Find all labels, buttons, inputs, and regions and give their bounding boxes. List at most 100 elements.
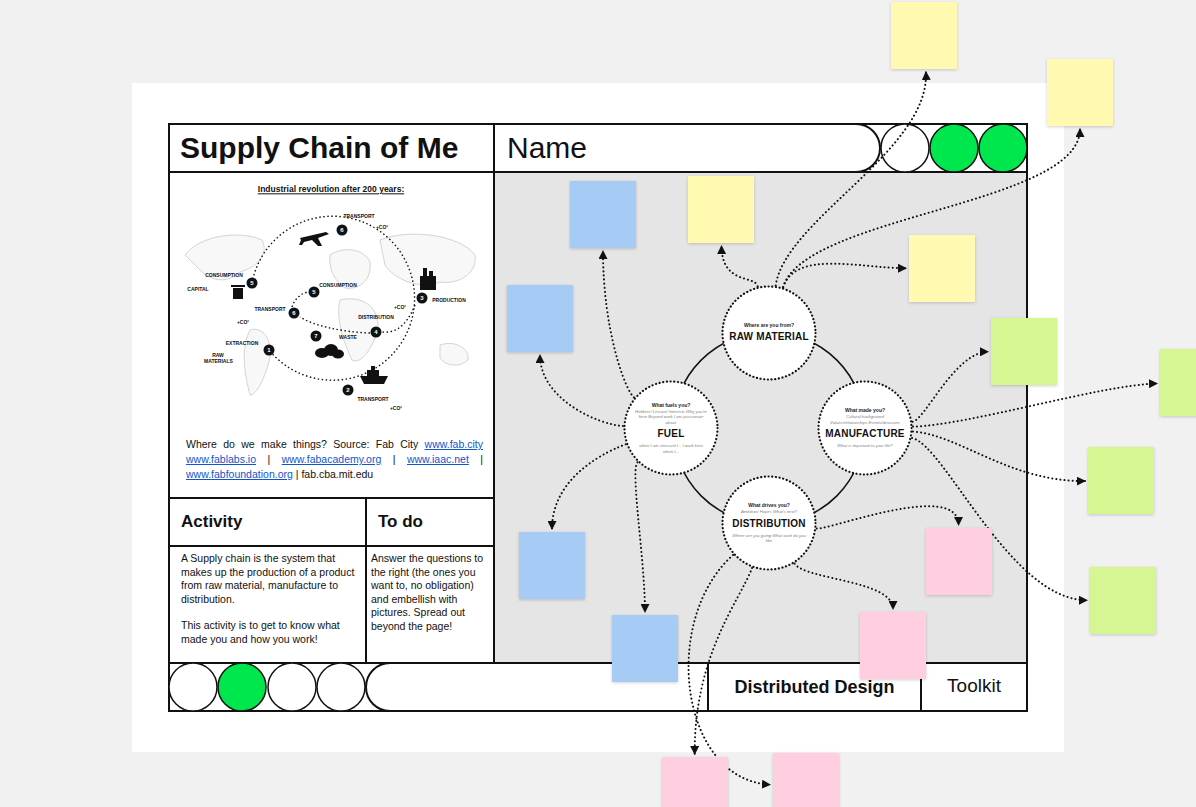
map-label: WASTE xyxy=(339,335,357,341)
supply-cycle xyxy=(252,216,415,380)
callout-dots xyxy=(264,345,275,356)
callout-number: 7 xyxy=(314,333,317,340)
sticky-note xyxy=(612,615,678,682)
cycle-icons xyxy=(332,350,344,359)
map-label: CAPITAL xyxy=(187,287,208,293)
footer-cell: Toolkit xyxy=(921,663,1027,711)
dotted-arrow xyxy=(695,568,752,754)
callout-dots xyxy=(311,331,322,342)
sticky-note xyxy=(926,528,992,595)
paper-sheet xyxy=(132,83,1064,752)
map-label: +CO² xyxy=(237,320,249,326)
cycle-icons xyxy=(420,276,436,290)
dotted-arrow xyxy=(912,438,1087,600)
map-label: PRODUCTION xyxy=(432,298,466,304)
world-map xyxy=(185,234,475,395)
callout-number: 5 xyxy=(250,280,253,287)
table-lines xyxy=(856,124,880,172)
callout-number: 6 xyxy=(340,227,343,234)
sticky-note xyxy=(519,532,585,599)
table-lines xyxy=(169,124,1027,711)
table-lines xyxy=(707,663,709,711)
source-caption: Where do we make things? Source: Fab Cit… xyxy=(186,437,483,482)
circle-content: What made you?Cultural background Values… xyxy=(817,380,913,476)
circle-outline xyxy=(625,382,718,475)
table-lines xyxy=(169,124,1027,711)
map-label: +CO² xyxy=(390,406,402,412)
link-text: www.fablabs.io xyxy=(186,453,256,465)
circle-outline xyxy=(723,287,816,380)
stage-circle: Where are you from? RAW MATERIAL xyxy=(721,285,817,381)
activity-box: Activity A Supply chain is the system tha… xyxy=(169,498,366,663)
table-lines xyxy=(169,545,494,547)
callout-dots xyxy=(417,293,428,304)
stage-title: DISTRIBUTION xyxy=(732,518,806,529)
callout-dots xyxy=(289,308,300,319)
dotted-arrow xyxy=(603,251,634,397)
circle-content: What drives you?Ambition/ Hopes What's n… xyxy=(721,475,817,571)
supply-cycle xyxy=(252,216,415,380)
cell-body: A Supply chain is the system that makes … xyxy=(169,552,366,606)
stage-hint: Where are you going What work do you lik… xyxy=(732,533,806,544)
cycle-icons xyxy=(429,271,433,276)
cycle-icons xyxy=(231,232,436,384)
sticky-note xyxy=(570,181,636,248)
map-label: CONSUMPTION xyxy=(205,273,243,279)
sticky-note xyxy=(1160,349,1196,416)
stage-hint: Ambition/ Hopes What's next? xyxy=(741,509,797,514)
answer-panel xyxy=(495,173,1026,662)
dotted-arrow xyxy=(817,506,959,528)
map-label: TRANSPORT xyxy=(254,307,285,313)
map-label: TRANSPORT xyxy=(357,397,388,403)
stage-title: FUEL xyxy=(658,428,685,439)
callout-number: 2 xyxy=(346,387,349,394)
world-map xyxy=(440,343,468,365)
stage-hint: when I am stressed I... I work best when… xyxy=(634,443,708,454)
sticky-note xyxy=(1047,59,1113,126)
stage-hint: Cultural background Values/relationships… xyxy=(828,414,902,425)
progress-dots xyxy=(881,124,929,172)
sticky-note xyxy=(688,176,754,243)
cell-heading: Activity xyxy=(169,498,366,546)
cycle-icons xyxy=(299,232,329,246)
map-label: EXTRACTION xyxy=(226,341,259,347)
sticky-note xyxy=(909,235,975,302)
cell-heading: To do xyxy=(366,498,494,546)
stage-title: RAW MATERIAL xyxy=(729,331,808,342)
table-lines xyxy=(365,498,367,663)
sticky-note xyxy=(860,612,926,679)
stage-question: What fuels you? xyxy=(652,402,691,408)
progress-dots xyxy=(317,663,365,711)
map-label: +CO² xyxy=(394,305,406,311)
stage-circle: What fuels you?Hobbies/ Leisure/ Interes… xyxy=(623,380,719,476)
stage-question: Where are you from? xyxy=(744,322,794,328)
sticky-note xyxy=(1088,447,1154,514)
link-text: www.fab.city xyxy=(425,438,483,450)
stage-circle: What made you?Cultural background Values… xyxy=(817,380,913,476)
link-text: www.iaac.net xyxy=(407,453,469,465)
table-lines xyxy=(493,124,495,663)
callout-dots xyxy=(247,278,258,289)
stage-question: What drives you? xyxy=(748,502,790,508)
link-text: www.fabacademy.org xyxy=(282,453,382,465)
stage-title: MANUFACTURE xyxy=(825,428,904,439)
sticky-note xyxy=(507,285,573,352)
sheet-title: Supply Chain of Me xyxy=(180,124,458,172)
stage-circle: What drives you?Ambition/ Hopes What's n… xyxy=(721,475,817,571)
illustration-heading: Industrial revolution after 200 years: xyxy=(258,185,404,194)
cycle-icons xyxy=(423,268,427,276)
callout-dots xyxy=(371,327,382,338)
stage-question: What made you? xyxy=(845,407,885,413)
dotted-arrow xyxy=(783,264,906,288)
callout-number: 6 xyxy=(292,310,295,317)
callout-dots xyxy=(343,385,354,396)
callout-number: 3 xyxy=(420,295,423,302)
dotted-arrow xyxy=(795,564,893,609)
stage-hint: What is important to your life? xyxy=(837,443,892,448)
illustration-panel: Where do we make things? Source: Fab Cit… xyxy=(169,172,494,498)
progress-dots xyxy=(930,124,978,172)
progress-dots xyxy=(169,124,1027,711)
